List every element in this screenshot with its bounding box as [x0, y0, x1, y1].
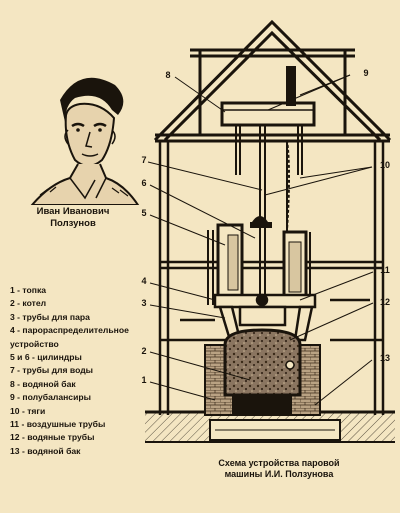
portrait-name-line2: Ползунов	[50, 218, 96, 229]
callout-label: 9	[363, 68, 369, 78]
legend-item: 10 - тяги	[10, 405, 46, 416]
callout-label: 4	[141, 276, 147, 286]
legend-item: 1 - топка	[10, 285, 47, 295]
callout-label: 1	[141, 375, 147, 385]
legend-item: 7 - трубы для воды	[10, 365, 93, 376]
callout-label: 8	[165, 70, 171, 80]
boiler	[223, 328, 302, 397]
portrait-name-line1: Иван Иванович	[36, 206, 110, 217]
legend-item: 8 - водяной бак	[10, 378, 76, 389]
callout-label: 6	[141, 178, 147, 188]
callout-label: 12	[379, 297, 390, 307]
callout-lines	[147, 74, 374, 406]
portrait-drawing	[30, 77, 140, 205]
building-frame	[158, 141, 385, 415]
callout-label: 2	[141, 346, 147, 356]
legend-item: 3 - трубы для пара	[10, 311, 90, 322]
legend: 1 - топка 2 - котел 3 - трубы для пара 4…	[10, 284, 150, 458]
callout-label: 3	[141, 298, 147, 308]
water-tank-top	[220, 66, 316, 127]
steam-pipes	[213, 293, 317, 342]
legend-item: 12 - водяные трубы	[10, 432, 95, 443]
roof-frame	[153, 19, 392, 143]
diagram-caption-line2: машины И.И. Ползунова	[224, 469, 334, 479]
callout-label: 5	[141, 208, 147, 218]
callout-label: 13	[379, 353, 390, 363]
cylinders	[207, 216, 311, 305]
callout-label: 11	[380, 265, 390, 275]
diagram-caption: Схема устройства паровой машины И.И. Пол…	[204, 458, 354, 480]
legend-item: 11 - воздушные трубы	[10, 419, 106, 430]
legend-item: 5 и 6 - цилиндры	[10, 352, 82, 363]
diagram-caption-line1: Схема устройства паровой	[218, 458, 340, 468]
ground	[145, 410, 395, 443]
callout-label: 10	[379, 160, 390, 170]
callout-label: 7	[141, 155, 147, 165]
legend-item: 9 - полубалансиры	[10, 392, 91, 403]
legend-item: 2 - котел	[10, 298, 47, 309]
portrait-caption: Иван Иванович Ползунов	[18, 206, 128, 230]
legend-item: 13 - водяной бак	[10, 445, 81, 456]
beams-and-rods	[235, 125, 303, 310]
legend-item: 4 - парораспределительное устройство	[10, 325, 129, 349]
